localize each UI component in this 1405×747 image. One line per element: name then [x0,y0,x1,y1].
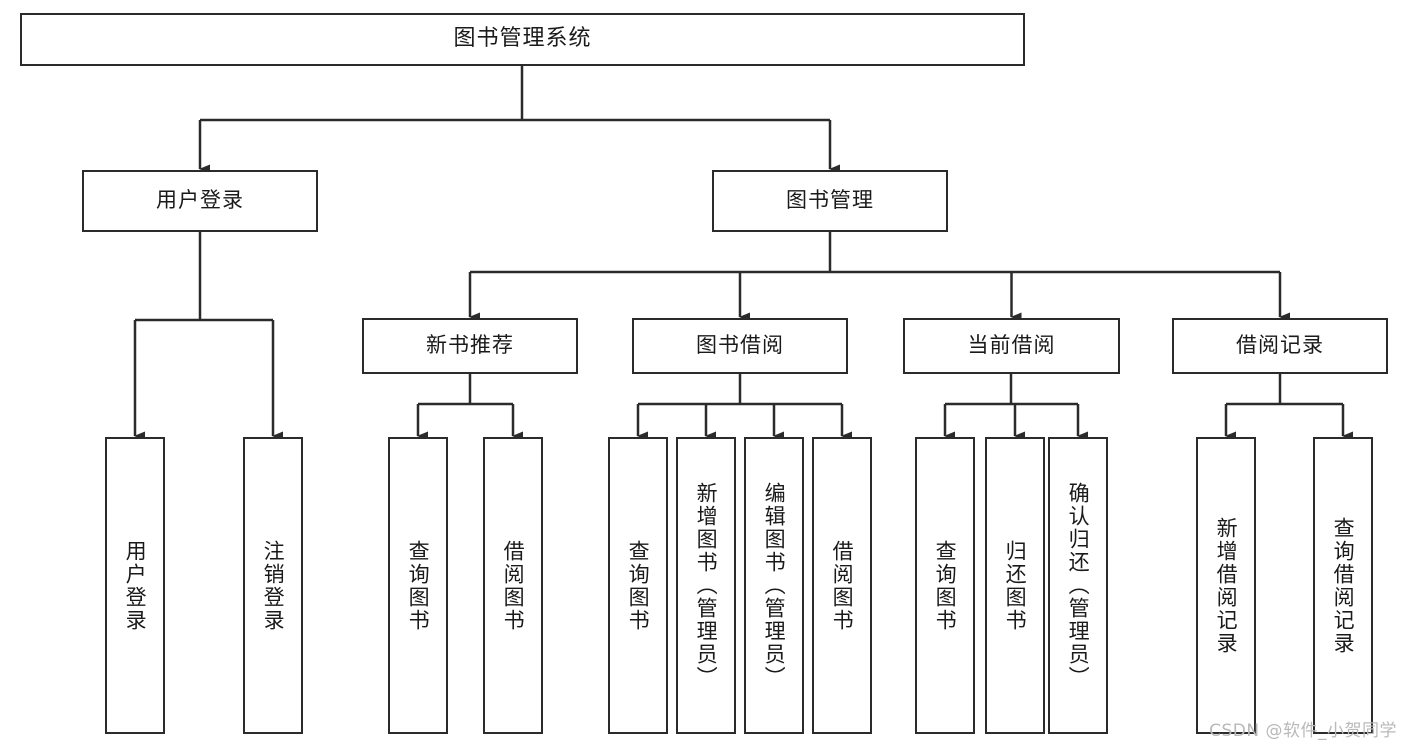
node-user-login[interactable]: 用户登录 [82,170,318,232]
node-leaf-edit-book[interactable]: 编辑图书（管理员） [744,437,804,734]
node-leaf-confirm[interactable]: 确认归还（管理员） [1048,437,1108,734]
node-leaf-return[interactable]: 归还图书 [985,437,1045,734]
connector-layer [133,66,1353,441]
node-book-manage[interactable]: 图书管理 [712,170,948,232]
node-current-borrow[interactable]: 当前借阅 [903,318,1120,374]
node-book-borrow[interactable]: 图书借阅 [632,318,848,374]
node-leaf-add-book[interactable]: 新增图书（管理员） [676,437,736,734]
node-leaf-logout[interactable]: 注销登录 [243,437,303,734]
node-borrow-record[interactable]: 借阅记录 [1172,318,1388,374]
node-leaf-borrow-2[interactable]: 借阅图书 [812,437,872,734]
node-leaf-query-rec[interactable]: 查询借阅记录 [1313,437,1373,734]
node-new-book-rec[interactable]: 新书推荐 [362,318,578,374]
node-leaf-query-3[interactable]: 查询图书 [915,437,975,734]
node-leaf-query-1[interactable]: 查询图书 [388,437,448,734]
node-leaf-query-2[interactable]: 查询图书 [608,437,668,734]
node-leaf-borrow-1[interactable]: 借阅图书 [483,437,543,734]
node-leaf-user-login[interactable]: 用户登录 [105,437,165,734]
node-leaf-add-rec[interactable]: 新增借阅记录 [1196,437,1256,734]
node-root[interactable]: 图书管理系统 [20,13,1025,66]
